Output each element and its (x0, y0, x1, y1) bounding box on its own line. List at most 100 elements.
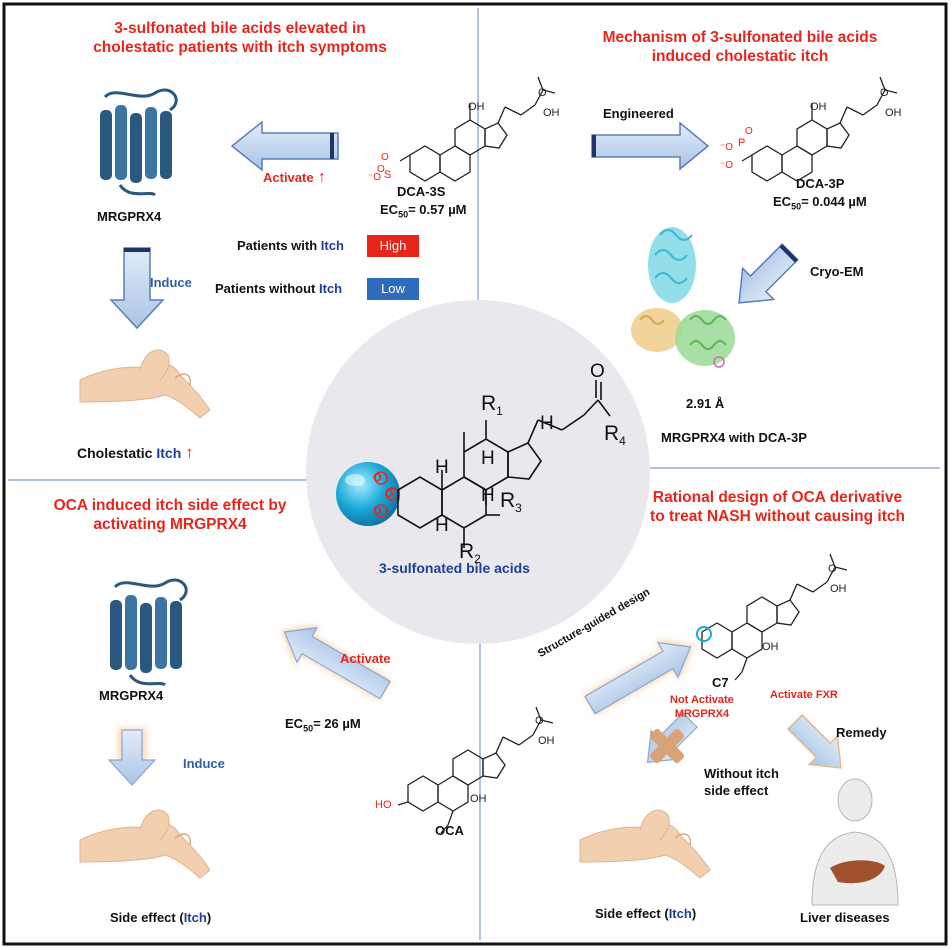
svg-text:OH: OH (830, 583, 847, 595)
svg-text:OH: OH (543, 107, 560, 119)
compound-name: C7 (712, 675, 729, 690)
r-symbol: R (500, 489, 516, 512)
svg-text:⁻O: ⁻O (368, 172, 381, 183)
sulfonate-o-label: O (373, 505, 382, 517)
ec50-sub: 50 (791, 201, 802, 212)
label-text: Cholestatic (77, 445, 157, 461)
r-sub: 2 (474, 552, 481, 567)
oca-structure (397, 706, 554, 834)
patients-noitch-label: Patients without Itch (215, 281, 342, 296)
patients-itch-label: Patients with Itch (237, 238, 344, 253)
compound-name: DCA-3P (796, 176, 845, 191)
dca3p-structure (741, 76, 898, 182)
sulfonate-sphere-icon (336, 462, 400, 526)
dca3s-structure (399, 76, 556, 182)
title-line: OCA induced itch side effect by (53, 497, 287, 514)
ec50-label: EC50= 26 µM (285, 716, 361, 734)
svg-text:⁻O: ⁻O (720, 160, 733, 171)
induce-label: Induce (183, 756, 225, 771)
r1-label: R1 (481, 392, 503, 418)
activate-arrow (230, 120, 339, 172)
liver-body-icon (811, 778, 899, 906)
receptor-label: MRGPRX4 (99, 688, 164, 703)
resolution-label: 2.91 Å (686, 396, 725, 411)
ec50-prefix: EC (773, 194, 792, 209)
activate-label-group: Activate ↑ (263, 169, 326, 187)
itch-word: Itch (319, 281, 343, 296)
panel-title-top-right: Mechanism of 3-sulfonated bile acids ind… (540, 28, 940, 66)
modification-site-marker (696, 626, 712, 642)
remedy-arrow (786, 713, 842, 769)
liver-label: Liver diseases (800, 910, 890, 925)
panel-title-bottom-left: OCA induced itch side effect by activati… (5, 496, 335, 534)
svg-text:O: O (538, 87, 547, 99)
protein-structure-icon (631, 227, 735, 368)
r-symbol: R (481, 392, 497, 415)
r-sub: 3 (515, 501, 522, 516)
label-line: MRGPRX4 (674, 708, 730, 720)
h-label: H (481, 485, 495, 506)
title-line: Mechanism of 3-sulfonated bile acids (602, 29, 878, 46)
ec50-value: = 26 µM (313, 716, 361, 731)
high-badge: High (367, 235, 419, 257)
outcome-label: Side effect (Itch) (595, 906, 696, 921)
title-line: to treat NASH without causing itch (650, 508, 905, 525)
label-line: Without itch (704, 766, 779, 781)
svg-text:OH: OH (470, 793, 487, 805)
activate-label: Activate (340, 651, 391, 666)
label-line: side effect (704, 783, 769, 798)
receptor-icon (100, 88, 178, 197)
svg-text:O: O (381, 152, 389, 163)
r2-label: R2 (459, 540, 481, 566)
r-symbol: R (459, 540, 475, 563)
compound-name: DCA-3S (397, 184, 446, 199)
hand-icon (79, 349, 211, 419)
r4-label: R4 (604, 422, 626, 448)
sulfonate-o-label: O (385, 488, 394, 500)
title-line: activating MRGPRX4 (93, 516, 247, 533)
induce-label: Induce (150, 275, 192, 290)
panel-title-top-left: 3-sulfonated bile acids elevated in chol… (40, 19, 440, 57)
svg-text:O: O (880, 87, 889, 99)
center-circle (306, 300, 650, 644)
label-line: Not Activate (670, 694, 734, 706)
itch-word: Itch (668, 906, 692, 921)
label-text: ) (691, 906, 697, 921)
r-sub: 1 (496, 404, 503, 419)
ec50-sub: 50 (303, 723, 314, 734)
label-text: Side effect ( (595, 906, 669, 921)
ec50-label: EC50= 0.57 µM (380, 202, 467, 220)
ec50-prefix: EC (380, 202, 399, 217)
svg-text:S: S (384, 169, 391, 181)
activate-arrow (281, 624, 391, 701)
label-text: Side effect ( (110, 910, 184, 925)
up-arrow-icon: ↑ (318, 169, 327, 186)
svg-text:O: O (828, 563, 837, 575)
compound-name: OCA (435, 823, 464, 838)
label-text: ) (206, 910, 212, 925)
panel-title-bottom-right: Rational design of OCA derivative to tre… (620, 488, 935, 526)
ec50-value: = 0.57 µM (408, 202, 467, 217)
activate-label: Activate (263, 170, 314, 185)
without-itch-label: Without itch side effect (704, 765, 779, 799)
h-label: H (435, 457, 449, 478)
itch-word: Itch (156, 445, 182, 461)
center-label: 3-sulfonated bile acids (379, 560, 530, 576)
cryo-em-arrow (738, 243, 799, 304)
label-text: Patients with (237, 238, 321, 253)
receptor-icon (110, 578, 188, 687)
receptor-label: MRGPRX4 (97, 209, 162, 224)
svg-text:OH: OH (885, 107, 902, 119)
r3-label: R3 (500, 489, 522, 515)
not-activate-label: Not Activate MRGPRX4 (670, 693, 734, 721)
outcome-label: Cholestatic Itch ↑ (77, 443, 194, 463)
svg-text:O: O (377, 164, 385, 175)
svg-text:HO: HO (375, 799, 392, 811)
itch-word: Itch (320, 238, 344, 253)
hand-icon (79, 809, 211, 879)
sulfonate-o-label: O (373, 472, 382, 484)
engineered-label: Engineered (603, 106, 674, 121)
svg-text:⁻O: ⁻O (720, 142, 733, 153)
